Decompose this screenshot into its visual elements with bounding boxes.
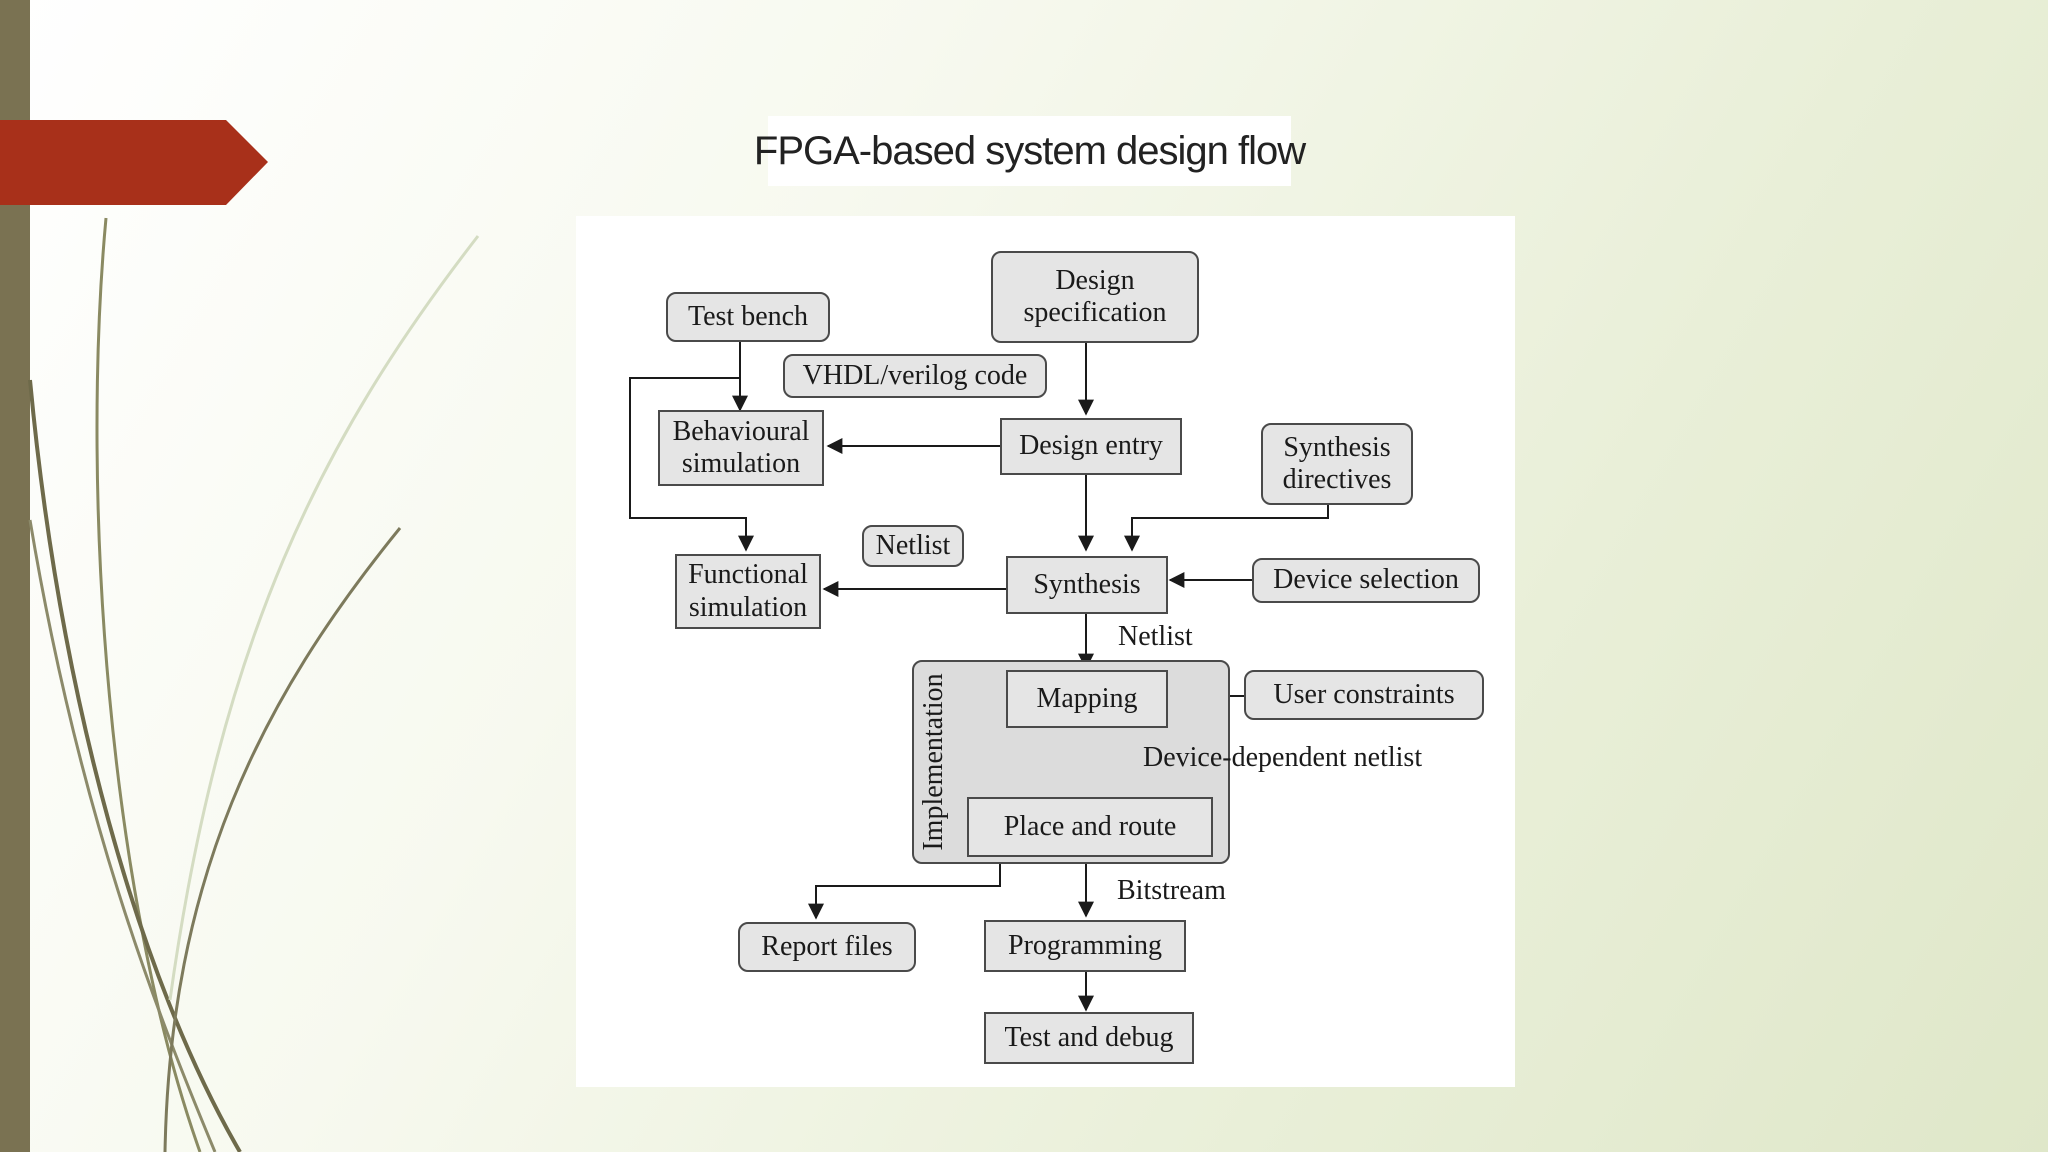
programming-node: Programming <box>984 920 1186 972</box>
edge-placeroute-reports <box>808 856 1001 920</box>
test-and-debug-node: Test and debug <box>984 1012 1194 1064</box>
flow-connectors <box>629 342 1329 1012</box>
diagram-panel: Implementation Test bench Design specifi… <box>576 216 1515 1087</box>
curve-line <box>163 527 402 1152</box>
red-arrow-banner <box>0 120 268 205</box>
mapping-node: Mapping <box>1006 670 1168 728</box>
functional-simulation-node: Functional simulation <box>675 554 821 629</box>
slide-title: FPGA-based system design flow <box>754 116 1306 186</box>
synthesis-node: Synthesis <box>1006 556 1168 614</box>
edge-directives-synthesis <box>1124 504 1329 552</box>
design-specification-node: Design specification <box>991 251 1199 343</box>
netlist-edge-label: Netlist <box>1118 621 1193 652</box>
behavioural-simulation-node: Behavioural simulation <box>658 410 824 486</box>
test-bench-node: Test bench <box>666 292 830 342</box>
implementation-label: Implementation <box>918 673 949 851</box>
place-and-route-node: Place and route <box>967 797 1213 857</box>
report-files-node: Report files <box>738 922 916 972</box>
synthesis-directives-node: Synthesis directives <box>1261 423 1413 505</box>
curve-line <box>28 519 217 1152</box>
netlist-node: Netlist <box>862 525 964 567</box>
design-entry-node: Design entry <box>1000 418 1182 475</box>
curve-line <box>28 379 242 1152</box>
device-selection-node: Device selection <box>1252 558 1480 603</box>
user-constraints-node: User constraints <box>1244 670 1484 720</box>
curve-line <box>168 235 480 1001</box>
curve-line <box>95 217 202 1152</box>
device-dependent-netlist-edge-label: Device-dependent netlist <box>1143 742 1423 773</box>
vhdl-code-node: VHDL/verilog code <box>783 354 1047 398</box>
edge-testbench-functional <box>629 377 754 552</box>
bitstream-edge-label: Bitstream <box>1117 875 1226 906</box>
